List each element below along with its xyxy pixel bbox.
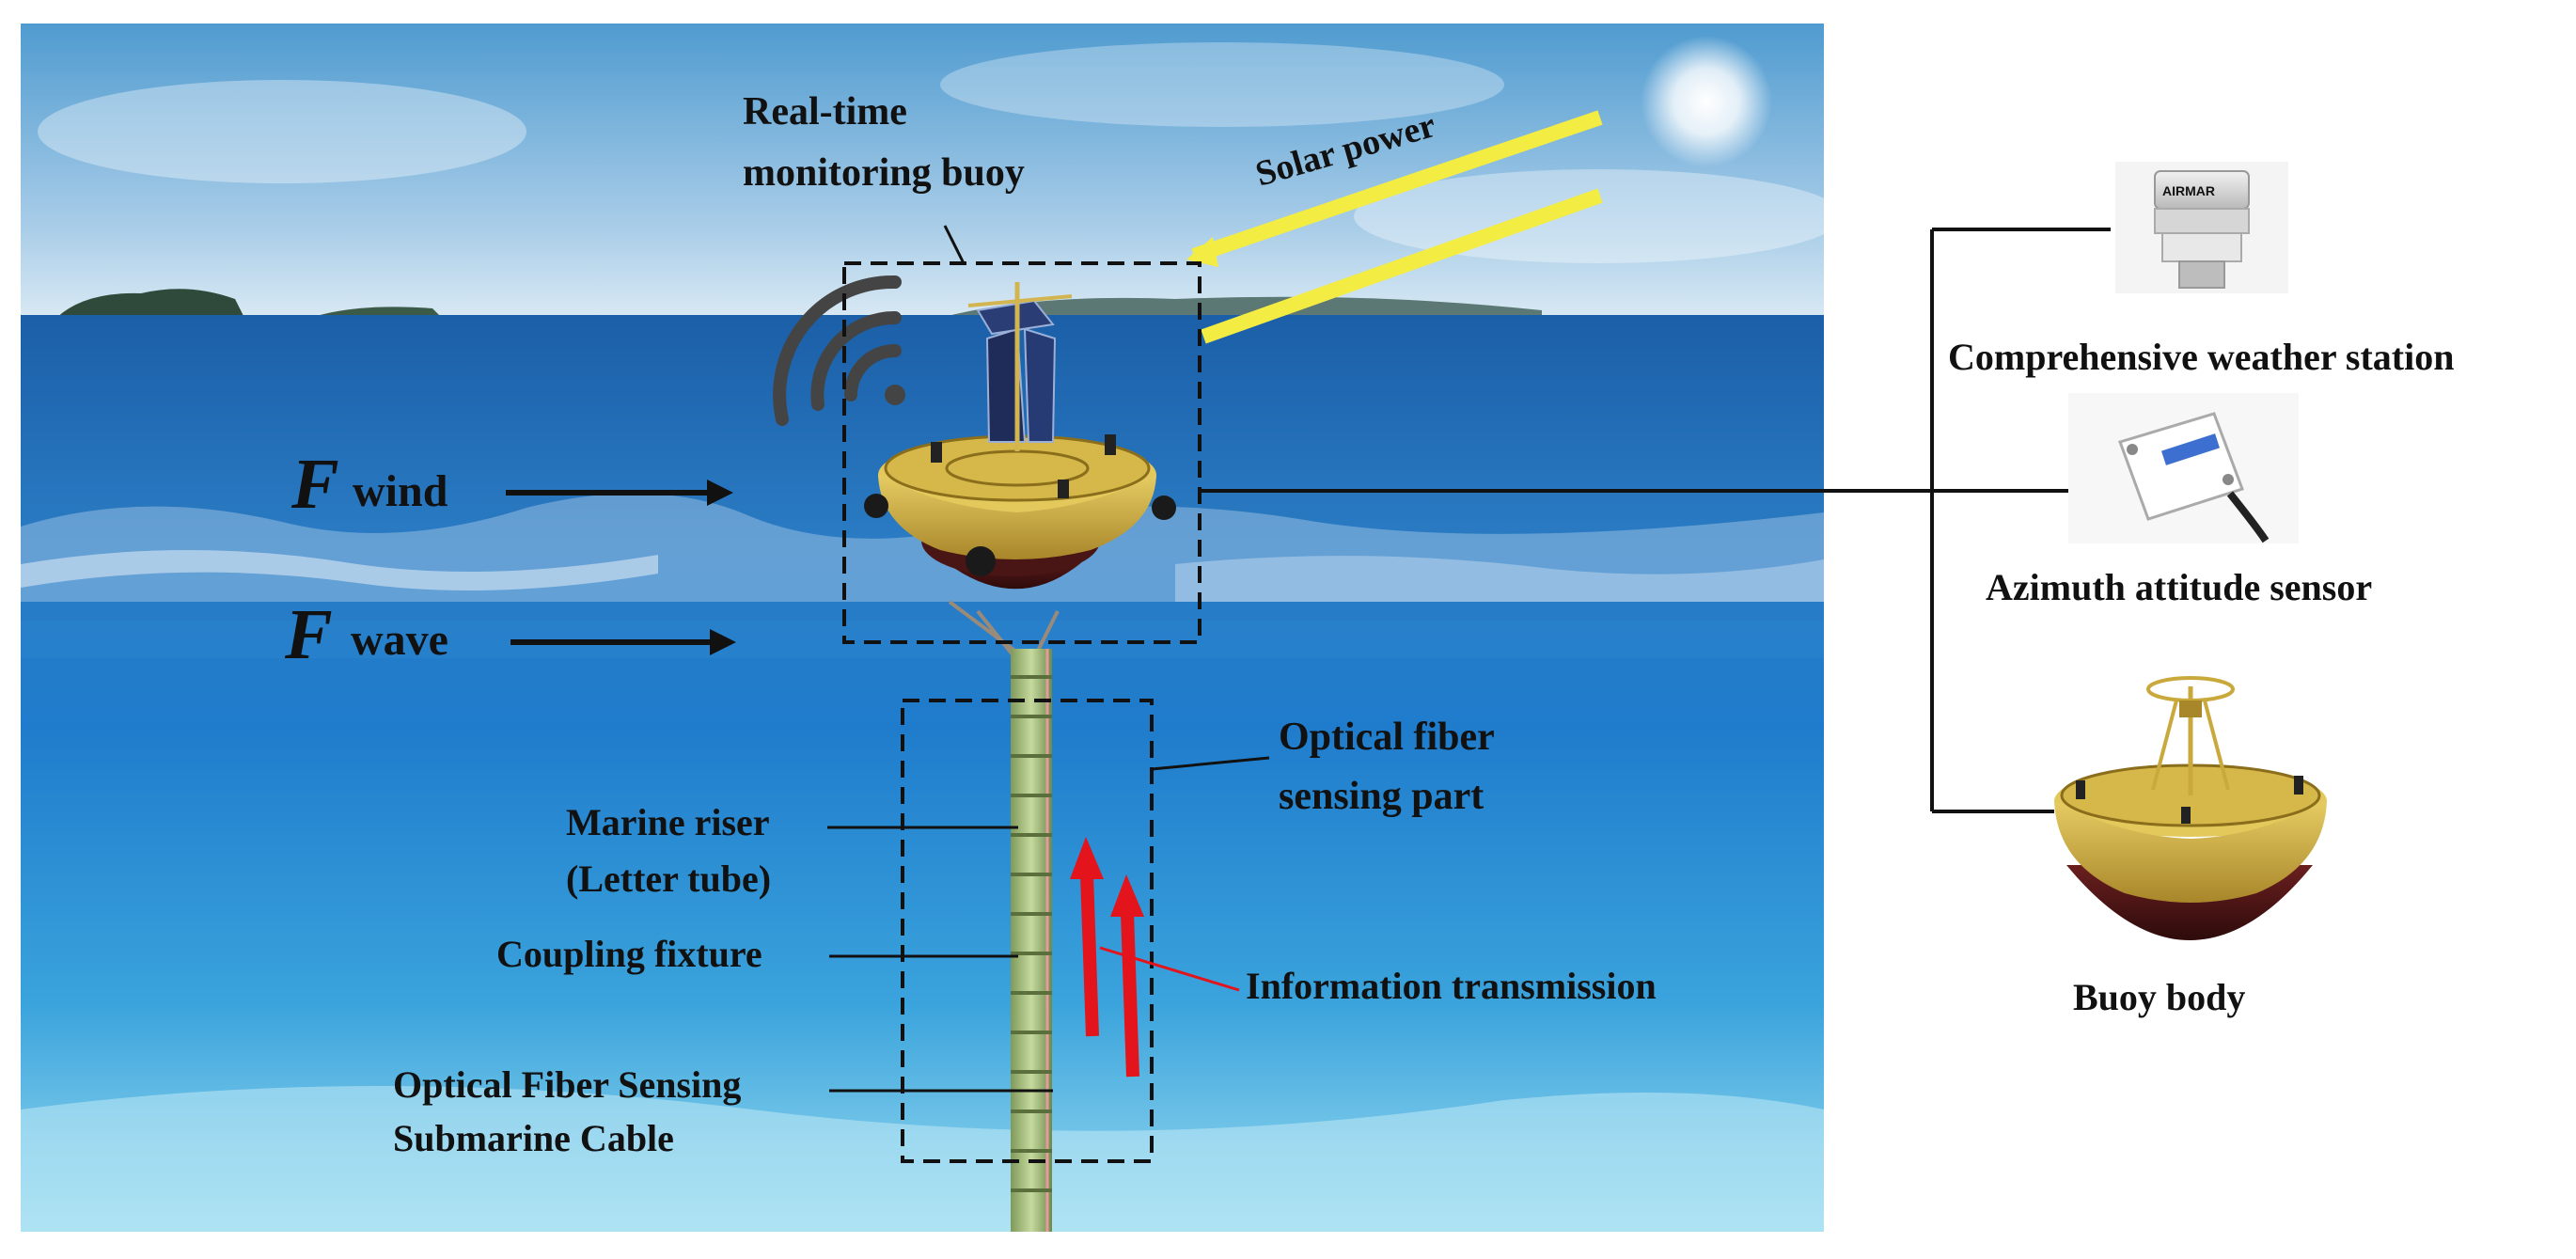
marine-riser-line1: Marine riser: [566, 801, 770, 843]
sun-icon: [1641, 36, 1772, 167]
wave-foam: [21, 550, 658, 590]
force-wind-label: wind: [353, 466, 448, 516]
info-leader-line: [1099, 946, 1240, 992]
coupling-fixture-label: Coupling fixture: [496, 933, 762, 975]
information-transmission-arrows: [1070, 837, 1144, 1078]
wind-arrowhead: [707, 480, 733, 506]
info-transmission-label: Information transmission: [1246, 965, 1657, 1007]
coupling-fixtures: [1011, 675, 1052, 1192]
force-wave-symbol: F: [284, 595, 333, 674]
cable-label-line1: Optical Fiber Sensing: [393, 1063, 741, 1106]
solar-ray: [1201, 188, 1603, 344]
wave-arrowhead: [710, 629, 736, 655]
solar-ray: [1191, 110, 1603, 263]
marine-riser: [1011, 649, 1052, 1232]
wave-foam: [21, 493, 1824, 602]
attitude-sensor-label: Azimuth attitude sensor: [1986, 566, 2372, 608]
island: [940, 296, 1542, 318]
wave-foam: [1175, 556, 1824, 602]
sky: [21, 24, 1824, 315]
riser-tube: [1011, 649, 1052, 1232]
cloud: [940, 42, 1504, 127]
attitude-sensor-image: [2068, 393, 2299, 543]
wifi-signal-icon: [773, 275, 905, 426]
weather-station-brand: AIRMAR: [2162, 183, 2215, 198]
monitoring-buoy: [864, 282, 1176, 660]
buoy-title-line1: Real-time: [743, 90, 907, 134]
buoy-body-label: Buoy body: [2073, 976, 2245, 1018]
cable-label-line2: Submarine Cable: [393, 1117, 674, 1159]
fiber-leader-line: [1151, 756, 1270, 771]
cloud: [38, 80, 526, 183]
buoy-title-line2: monitoring buoy: [743, 151, 1025, 195]
weather-station-label: Comprehensive weather station: [1948, 336, 2454, 378]
weather-station-image: AIRMAR: [2115, 162, 2288, 293]
water-surface: [21, 621, 1824, 658]
marine-riser-line2: (Letter tube): [566, 858, 771, 900]
wave-force: F wave: [284, 595, 736, 674]
island: [56, 289, 244, 318]
buoy-body-image: [2054, 676, 2327, 940]
force-wind-symbol: F: [291, 445, 339, 524]
shallow-water: [21, 1086, 1824, 1232]
buoy-leader-line: [943, 225, 966, 264]
buoy-dashed-box: [842, 261, 1202, 644]
buoy-deck: [878, 475, 1156, 559]
fiber-part-line1: Optical fiber: [1279, 716, 1495, 759]
fiber-part-line2: sensing part: [1279, 775, 1484, 818]
fiber-dashed-box: [901, 699, 1154, 1163]
solar-ray-arrowhead: [1186, 237, 1218, 267]
component-connector: [1200, 228, 2111, 813]
force-wave-label: wave: [351, 615, 448, 665]
wind-force: F wind: [291, 445, 733, 524]
